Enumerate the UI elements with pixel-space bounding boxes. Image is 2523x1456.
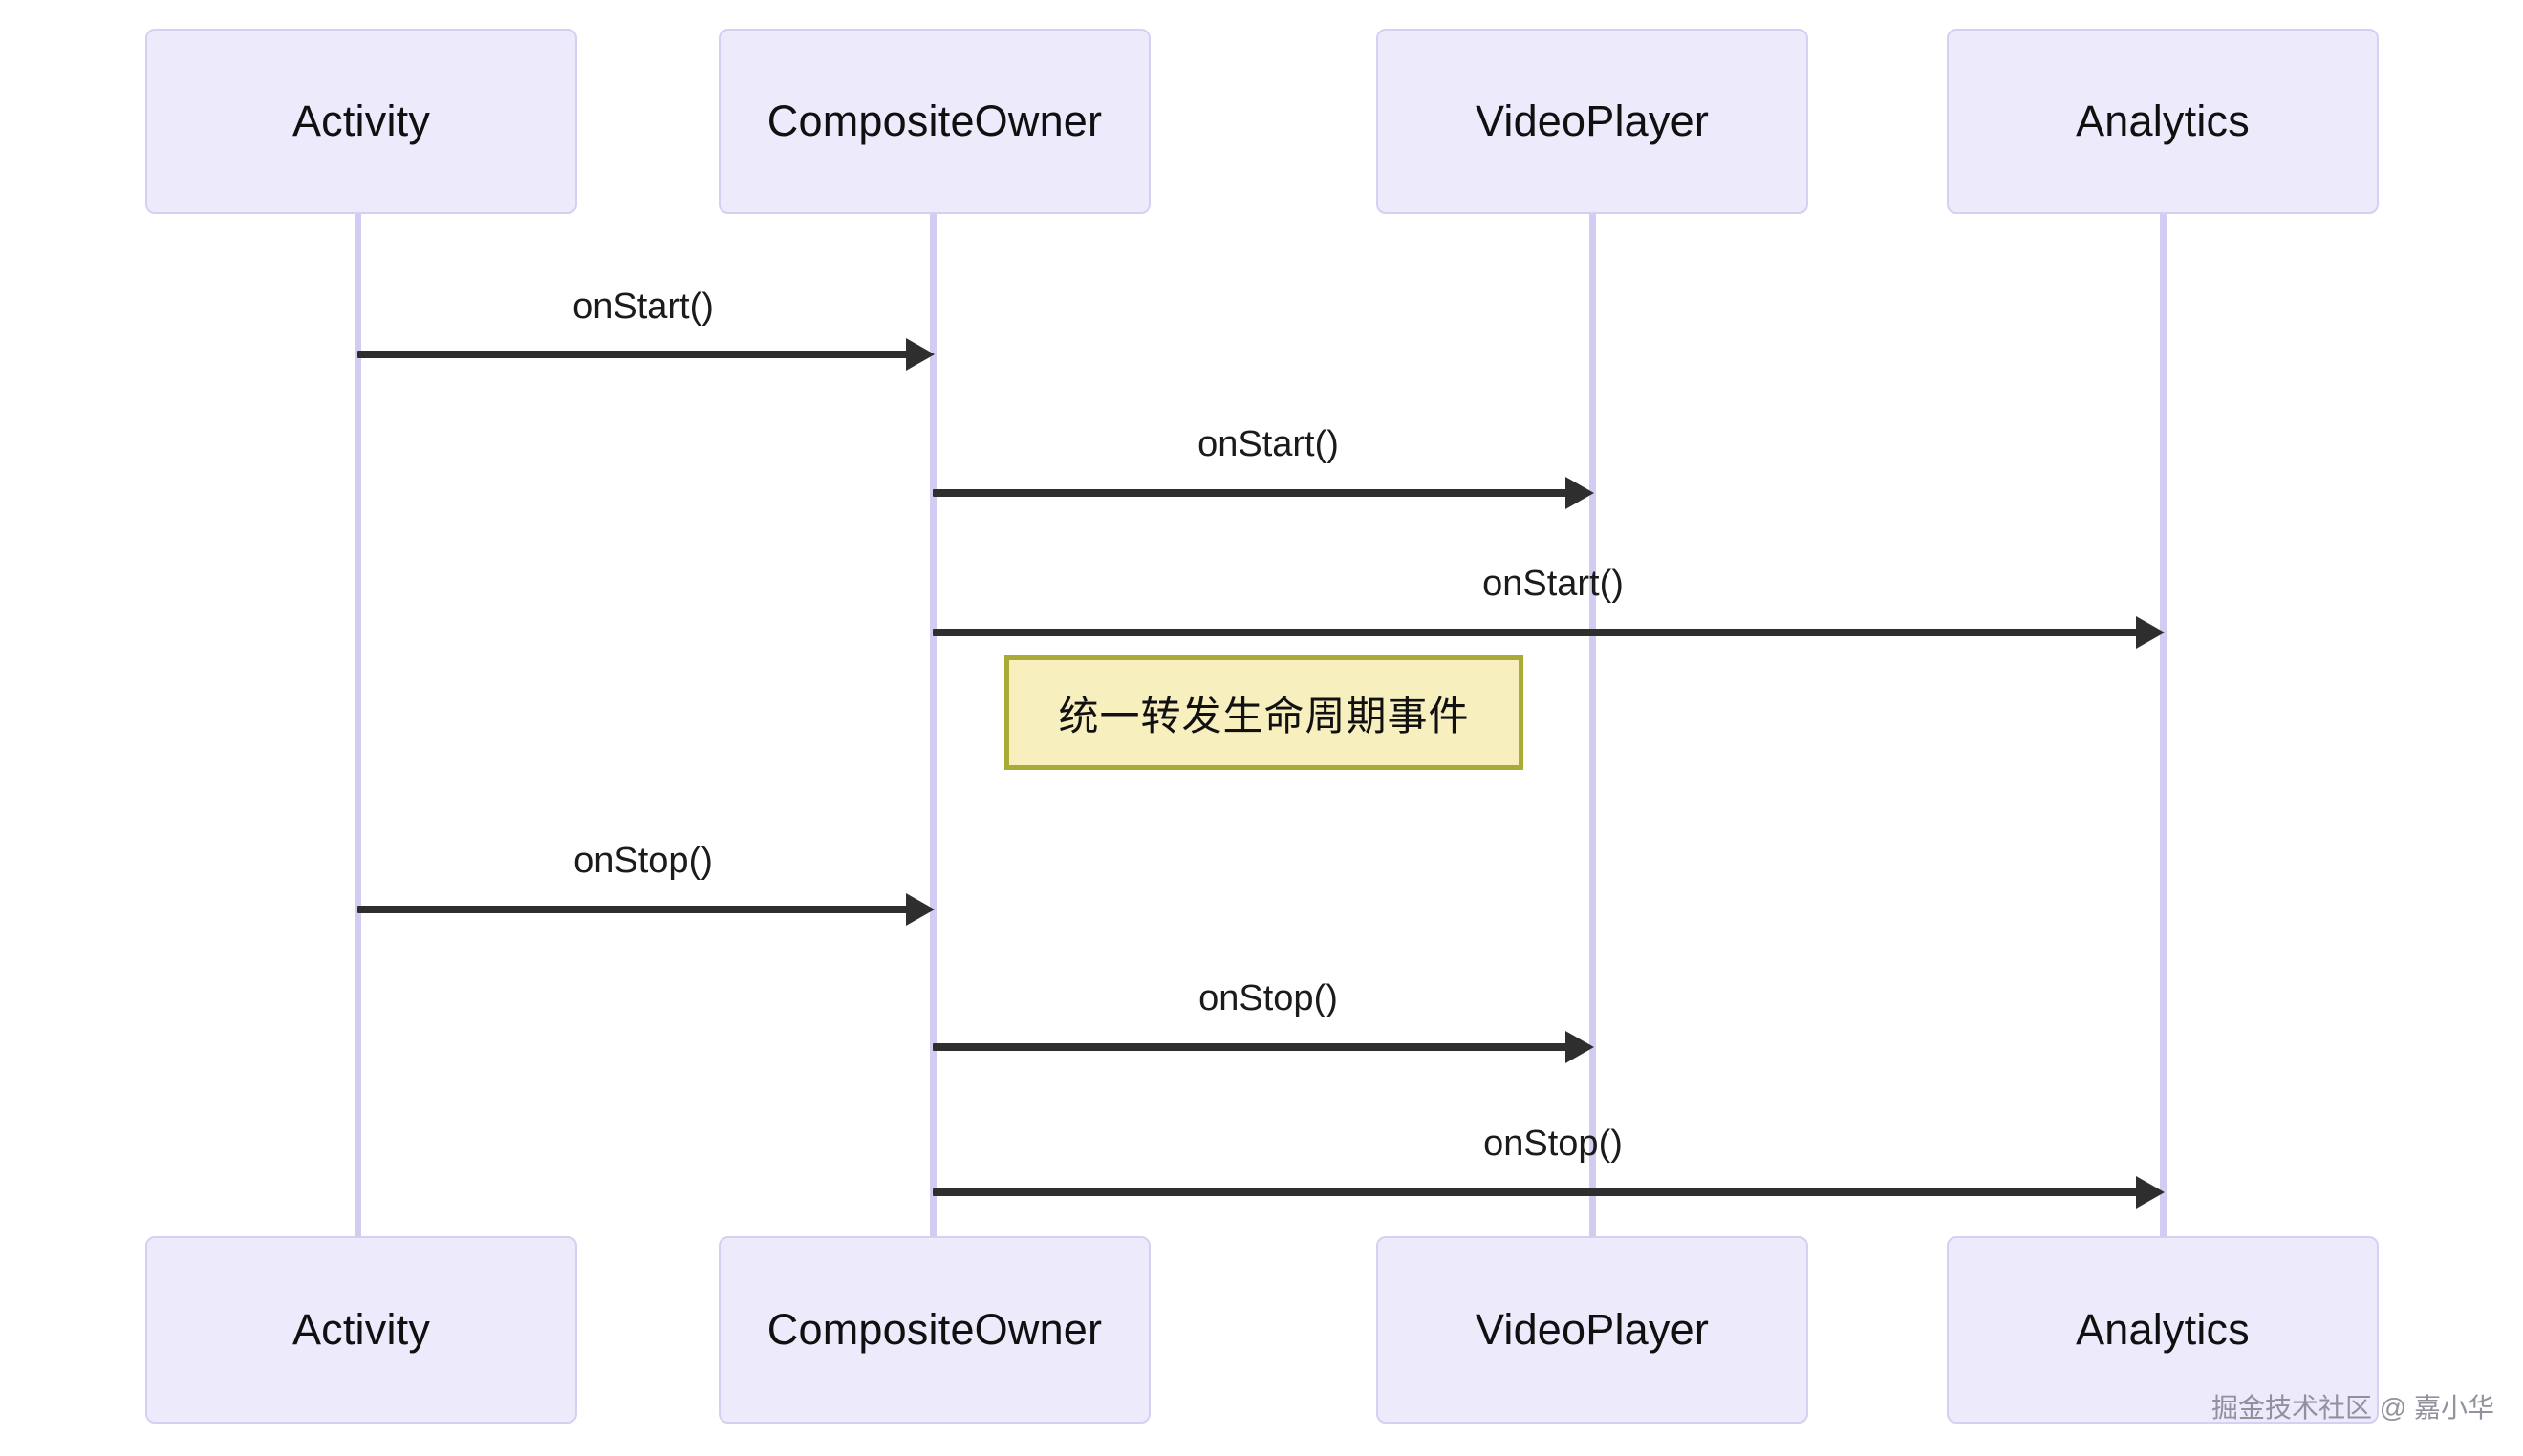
participant-label-analytics-top: Analytics	[2076, 96, 2250, 145]
participant-label-compositeowner-top: CompositeOwner	[766, 96, 1103, 145]
participant-box-analytics-bottom[interactable]: Analytics	[1947, 1236, 2379, 1424]
arrow-line	[357, 906, 912, 913]
message-label-onstop-2: onStop()	[1198, 978, 1338, 1018]
lifeline-videoplayer	[1589, 214, 1596, 1236]
arrow-head-icon	[906, 893, 935, 926]
arrow-head-icon	[906, 338, 935, 371]
arrow-line	[933, 1188, 2142, 1196]
participant-label-videoplayer-top: VideoPlayer	[1475, 96, 1710, 145]
arrow-head-icon	[1565, 477, 1594, 509]
arrow-line	[933, 629, 2142, 636]
participant-box-videoplayer-bottom[interactable]: VideoPlayer	[1376, 1236, 1808, 1424]
participant-box-compositeowner-bottom[interactable]: CompositeOwner	[719, 1236, 1151, 1424]
lifeline-activity	[355, 214, 361, 1236]
participant-box-analytics-top[interactable]: Analytics	[1947, 29, 2379, 214]
note-text: 统一转发生命周期事件	[1058, 693, 1470, 739]
participant-box-activity-top[interactable]: Activity	[145, 29, 577, 214]
arrow-line	[357, 351, 912, 358]
message-label-onstart-2: onStart()	[1197, 424, 1339, 464]
lifeline-analytics	[2160, 214, 2167, 1236]
participant-box-compositeowner-top[interactable]: CompositeOwner	[719, 29, 1151, 214]
lifeline-compositeowner	[930, 214, 937, 1236]
participant-label-analytics-bottom: Analytics	[2076, 1305, 2250, 1354]
message-label-onstop-3: onStop()	[1483, 1124, 1623, 1164]
participant-label-activity-top: Activity	[291, 96, 431, 145]
participant-label-activity-bottom: Activity	[291, 1305, 431, 1354]
message-label-onstart-1: onStart()	[572, 287, 714, 327]
watermark-text: 掘金技术社区 @ 嘉小华	[2211, 1393, 2494, 1423]
note-box[interactable]: 统一转发生命周期事件	[1004, 655, 1523, 770]
arrow-head-icon	[2136, 1176, 2165, 1209]
message-label-onstart-3: onStart()	[1482, 564, 1624, 604]
participant-box-activity-bottom[interactable]: Activity	[145, 1236, 577, 1424]
arrow-head-icon	[2136, 616, 2165, 649]
participant-label-compositeowner-bottom: CompositeOwner	[766, 1305, 1103, 1354]
arrow-line	[933, 1043, 1571, 1051]
arrow-line	[933, 489, 1571, 497]
participant-label-videoplayer-bottom: VideoPlayer	[1475, 1305, 1710, 1354]
participant-box-videoplayer-top[interactable]: VideoPlayer	[1376, 29, 1808, 214]
message-label-onstop-1: onStop()	[573, 841, 713, 881]
arrow-head-icon	[1565, 1031, 1594, 1063]
